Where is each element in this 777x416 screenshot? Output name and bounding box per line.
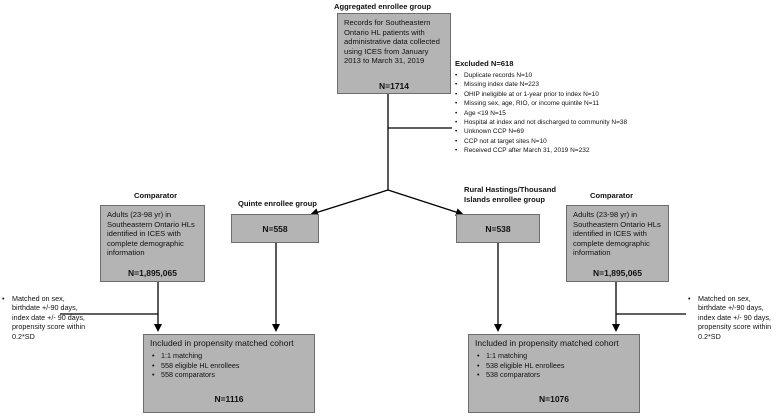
cohort-right-list: 1:1 matching 538 eligible HL enrollees 5… (477, 351, 564, 380)
list-item: 1:1 matching (477, 351, 564, 361)
cohort-right-box: Included in propensity matched cohort 1:… (468, 334, 640, 413)
list-item: 538 comparators (477, 370, 564, 380)
matching-note-left: Matched on sex, birthdate +/-90 days, in… (2, 294, 94, 341)
quinte-count: N=558 (262, 224, 288, 234)
matching-note-right: Matched on sex, birthdate +/-90 days, in… (688, 294, 776, 341)
arrow-to-rural (387, 189, 464, 216)
arrow-to-quinte (310, 189, 389, 217)
excluded-list: Duplicate records N=10 Missing index dat… (455, 71, 627, 156)
list-item: Matched on sex, birthdate +/-90 days, in… (2, 294, 94, 341)
quinte-box: N=558 (231, 214, 319, 243)
rural-header: Rural Hastings/Thousand Islands enrollee… (464, 185, 556, 204)
excluded-title: Excluded N=618 (455, 59, 514, 68)
rural-count: N=538 (485, 224, 511, 234)
list-item: Received CCP after March 31, 2019 N=232 (455, 146, 627, 156)
comparator-right-count: N=1,895,065 (593, 268, 642, 278)
comparator-left-header: Comparator (134, 191, 178, 200)
list-item: Matched on sex, birthdate +/-90 days, in… (688, 294, 776, 341)
comparator-left-text: Adults (23-98 yr) in Southeastern Ontari… (107, 210, 195, 258)
cohort-left-count: N=1116 (214, 394, 244, 404)
list-item: Age <19 N=15 (455, 109, 627, 119)
comparator-left-box: Adults (23-98 yr) in Southeastern Ontari… (100, 205, 205, 282)
list-item: Missing sex, age, RIO, or income quintil… (455, 99, 627, 109)
aggregated-header: Aggregated enrollee group (334, 2, 432, 11)
list-item: Duplicate records N=10 (455, 71, 627, 81)
aggregated-text: Records for Southeastern Ontario HL pati… (344, 18, 440, 66)
comparator-right-text: Adults (23-98 yr) in Southeastern Ontari… (573, 210, 661, 258)
cohort-left-list: 1:1 matching 558 eligible HL enrollees 5… (152, 351, 239, 380)
rural-box: N=538 (456, 214, 540, 243)
cohort-right-count: N=1076 (538, 394, 569, 404)
list-item: 1:1 matching (152, 351, 239, 361)
comparator-right-header: Comparator (590, 191, 634, 200)
aggregated-box: Records for Southeastern Ontario HL pati… (337, 13, 451, 94)
cohort-right-title: Included in propensity matched cohort (475, 338, 619, 348)
list-item: Missing index date N=223 (455, 80, 627, 90)
comparator-right-box: Adults (23-98 yr) in Southeastern Ontari… (566, 205, 669, 282)
cohort-left-box: Included in propensity matched cohort 1:… (143, 334, 315, 413)
list-item: Hospital at index and not discharged to … (455, 118, 627, 128)
quinte-header: Quinte enrollee group (238, 199, 317, 208)
list-item: Unknown CCP N=69 (455, 127, 627, 137)
aggregated-count: N=1714 (378, 81, 409, 91)
cohort-left-title: Included in propensity matched cohort (150, 338, 294, 348)
list-item: OHIP ineligible at or 1-year prior to in… (455, 90, 627, 100)
list-item: 558 comparators (152, 370, 239, 380)
list-item: 538 eligible HL enrollees (477, 361, 564, 371)
list-item: 558 eligible HL enrollees (152, 361, 239, 371)
list-item: CCP not at target sites N=10 (455, 137, 627, 147)
comparator-left-count: N=1,895,065 (128, 268, 177, 278)
